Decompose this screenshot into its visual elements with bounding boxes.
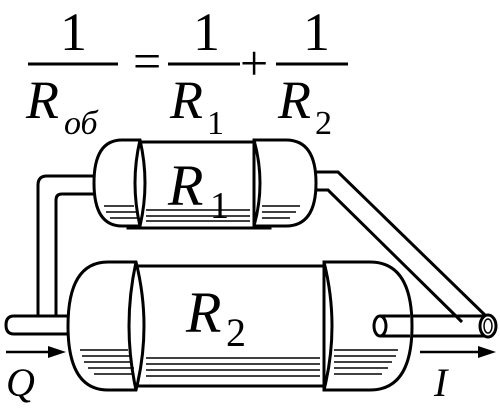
r2-right-lead xyxy=(408,314,488,338)
output-flow: I xyxy=(420,346,496,405)
r1-right-cap-edge xyxy=(252,139,262,227)
formula: 1 R об = 1 R 1 + 1 R 2 xyxy=(25,2,348,142)
r2-right-lead-hatch xyxy=(483,318,493,334)
r1-shading xyxy=(104,205,300,222)
r1-label-subscript: 1 xyxy=(210,185,229,227)
input-label: Q xyxy=(6,360,35,405)
r2-right-cap-edge xyxy=(322,261,334,391)
term2-denominator: R xyxy=(277,70,311,130)
r2-right-lead-stub xyxy=(380,314,410,338)
r2-left-cap-edge xyxy=(127,261,138,391)
r2-right-lead-socket xyxy=(372,314,388,338)
r2-right-cap xyxy=(322,260,414,392)
r1-left-cap xyxy=(92,138,147,228)
r2-right-lead-end xyxy=(478,313,498,339)
r2-label-letter: R xyxy=(185,280,221,345)
input-flow: Q xyxy=(6,346,66,405)
equals-sign: = xyxy=(133,33,161,89)
resistor-r2: R 2 xyxy=(66,260,414,392)
r2-left-lead xyxy=(4,314,74,336)
left-wire-outline-inner xyxy=(54,192,104,320)
term1-numerator: 1 xyxy=(193,2,220,62)
r1-label-letter: R xyxy=(167,153,203,218)
r2-left-cap xyxy=(66,260,146,392)
resistor-r1: R 1 xyxy=(92,138,318,230)
plus-sign: + xyxy=(240,35,268,91)
input-arrow-head xyxy=(48,346,66,358)
r2-label-subscript: 2 xyxy=(226,310,246,355)
r2-lead-pipe xyxy=(4,313,498,339)
lhs-numerator: 1 xyxy=(60,2,87,62)
term2-denominator-subscript: 2 xyxy=(315,105,332,142)
left-wire-outline-outer xyxy=(36,174,104,320)
r1-right-cap xyxy=(252,138,318,228)
term1-denominator: R xyxy=(169,70,203,130)
lhs-denominator-subscript: об xyxy=(64,105,100,142)
r1-left-cap-edge xyxy=(133,139,142,227)
output-arrow-head xyxy=(478,346,496,358)
term1-denominator-subscript: 1 xyxy=(207,105,224,142)
term2-numerator: 1 xyxy=(303,2,330,62)
output-label: I xyxy=(433,360,449,405)
lhs-denominator: R xyxy=(25,70,59,130)
r2-shading xyxy=(80,349,398,377)
